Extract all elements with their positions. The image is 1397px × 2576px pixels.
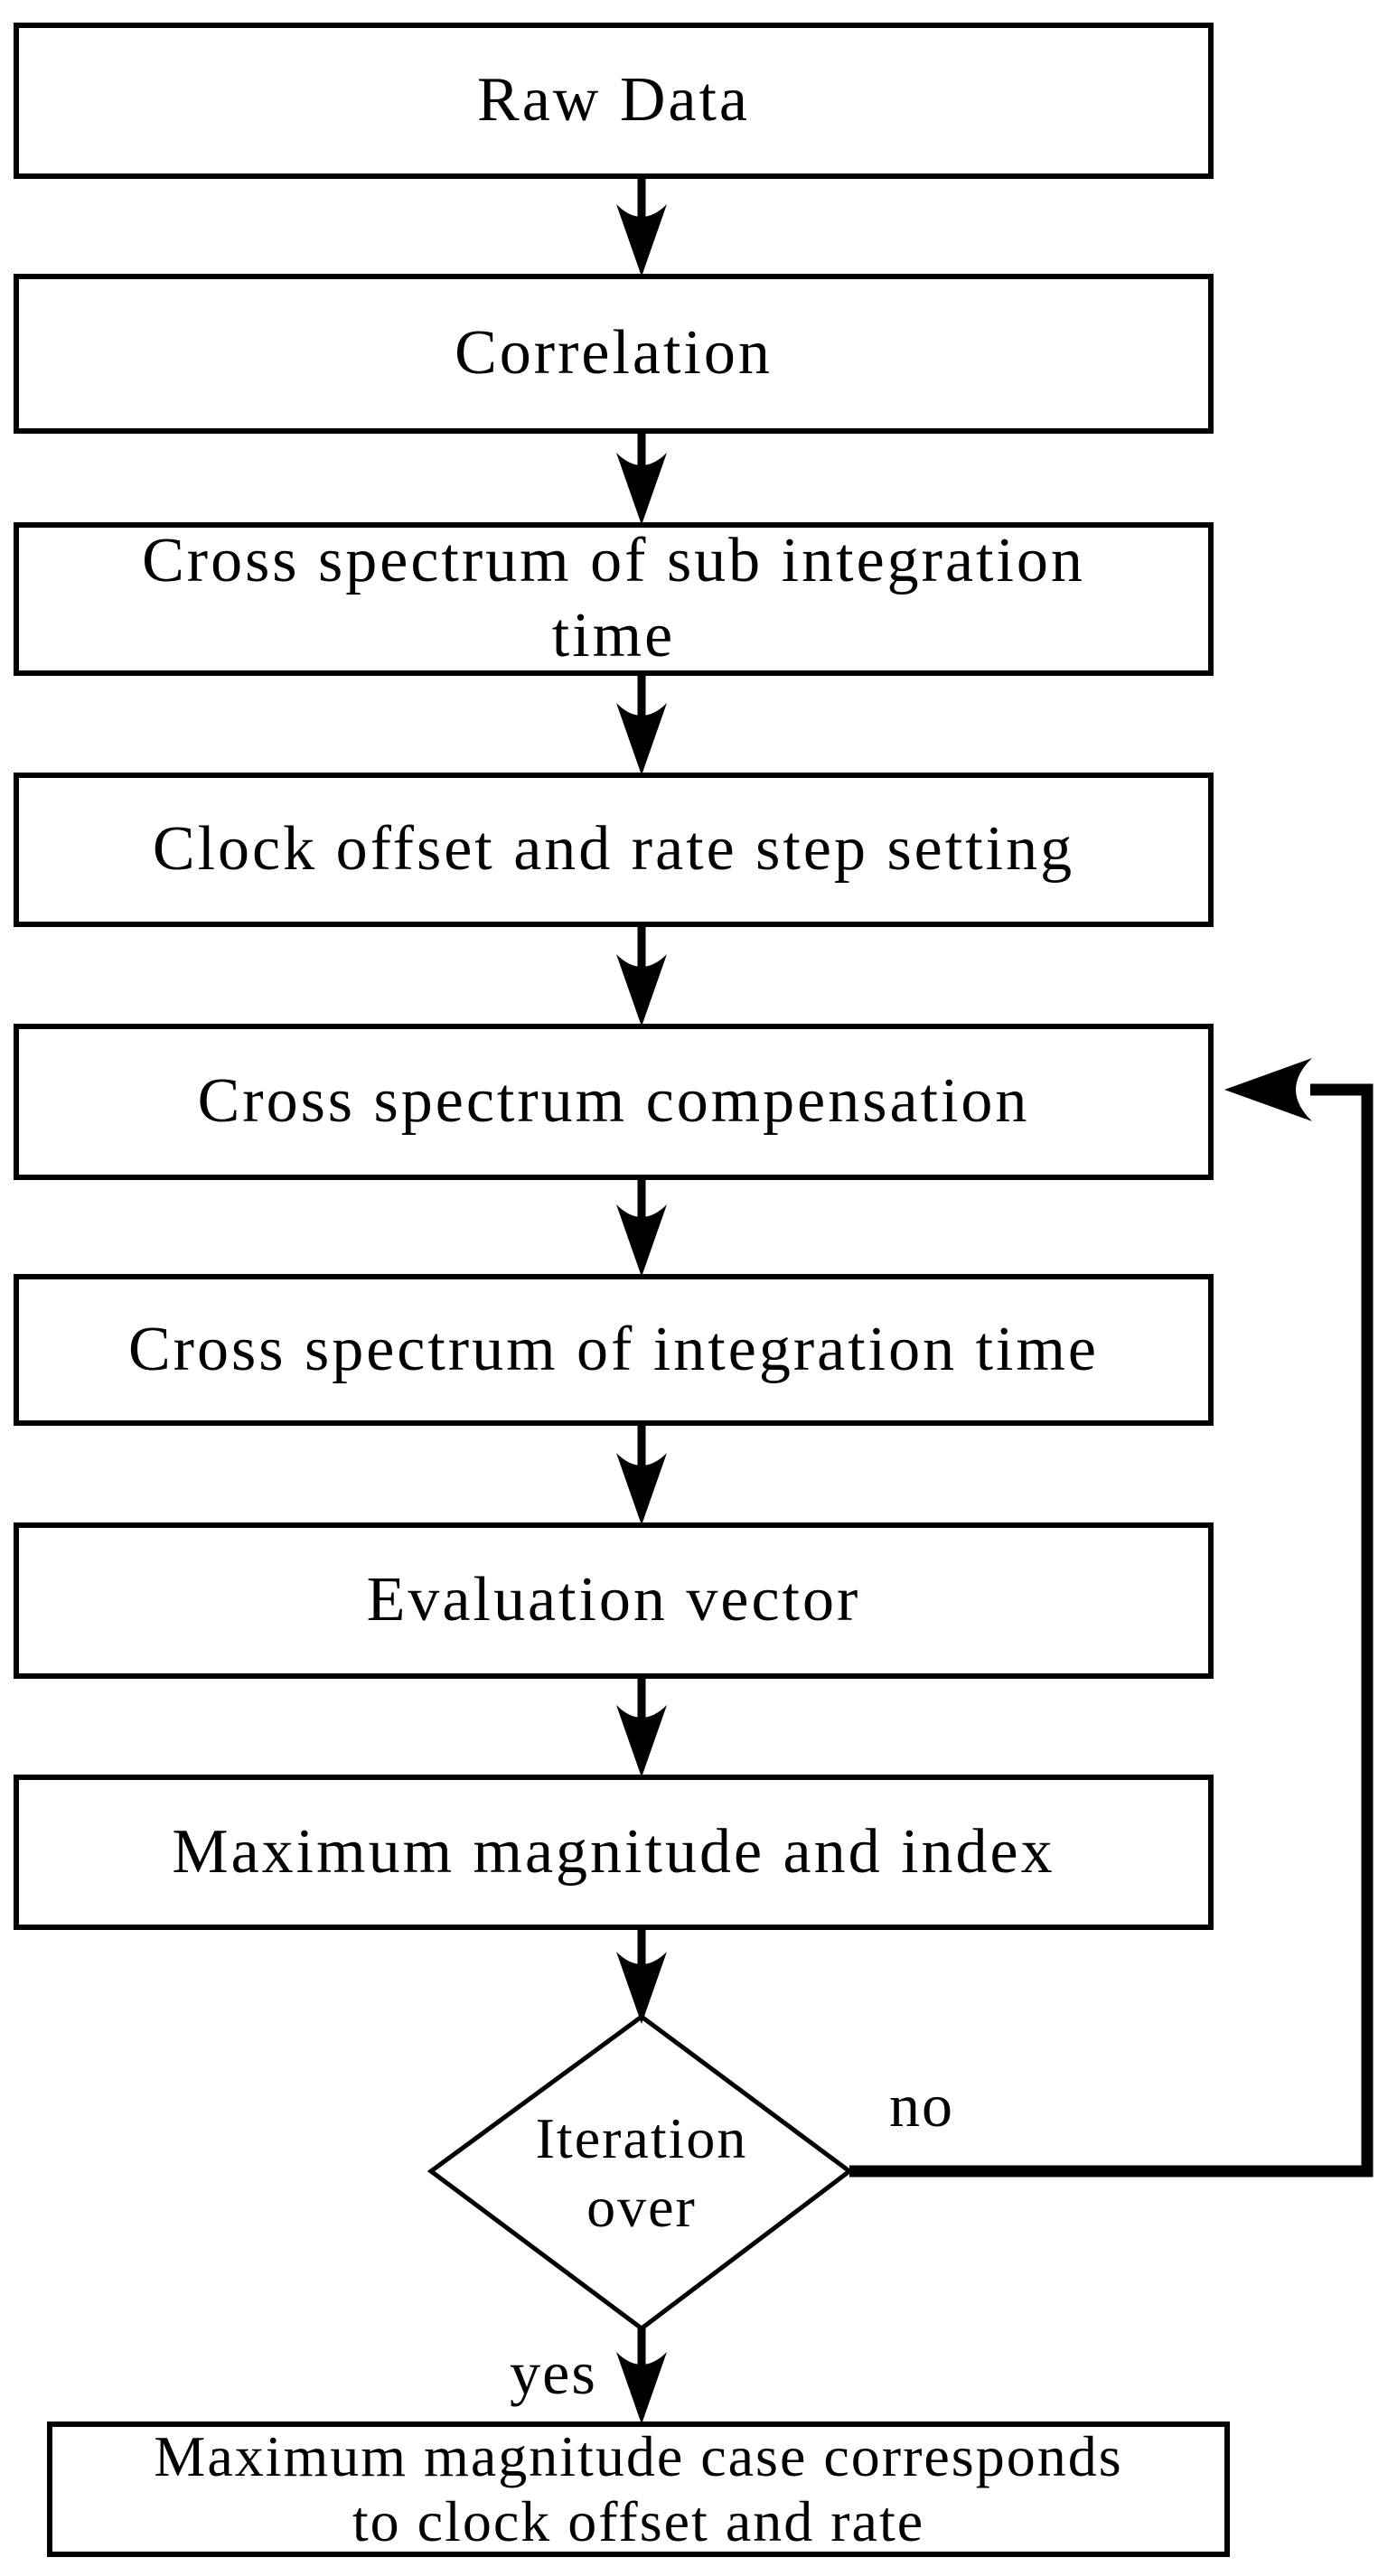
node-label: Cross spectrum compensation bbox=[197, 1066, 1030, 1137]
arrow-raw-data-to-correlation bbox=[616, 177, 667, 276]
arrow-correlation-to-cross-spectrum-sub bbox=[616, 432, 667, 525]
node-label-line2: to clock offset and rate bbox=[352, 2489, 925, 2553]
node-cross-spectrum-integration-time: Cross spectrum of integration time bbox=[14, 1274, 1214, 1426]
node-clock-offset-rate-step-setting: Clock offset and rate step setting bbox=[14, 773, 1214, 927]
node-label-line1: Maximum magnitude case corresponds bbox=[154, 2424, 1123, 2489]
node-label: Clock offset and rate step setting bbox=[152, 814, 1075, 885]
arrow-cross-spectrum-integration-to-evaluation bbox=[616, 1424, 667, 1525]
node-label: Maximum magnitude and index bbox=[172, 1816, 1055, 1887]
node-maximum-magnitude-case: Maximum magnitude case corresponds to cl… bbox=[47, 2421, 1230, 2557]
arrow-compensation-to-cross-spectrum-integration bbox=[616, 1178, 667, 1277]
node-label: Raw Data bbox=[477, 65, 750, 136]
branch-label-no: no bbox=[889, 2070, 954, 2140]
node-correlation: Correlation bbox=[14, 274, 1214, 434]
decision-label-line2: over bbox=[586, 2175, 697, 2239]
arrow-cross-spectrum-sub-to-clock-offset bbox=[616, 674, 667, 775]
branch-label-yes: yes bbox=[510, 2337, 597, 2407]
arrow-clock-offset-to-compensation bbox=[616, 925, 667, 1026]
node-maximum-magnitude-and-index: Maximum magnitude and index bbox=[14, 1775, 1214, 1930]
node-evaluation-vector: Evaluation vector bbox=[14, 1522, 1214, 1679]
node-cross-spectrum-sub-integration: Cross spectrum of sub integration time bbox=[14, 522, 1214, 676]
node-label-line1: Cross spectrum of sub integration bbox=[142, 526, 1085, 596]
arrow-evaluation-to-maximum-magnitude bbox=[616, 1677, 667, 1777]
decision-label-iteration-over: Iteration over bbox=[461, 2078, 822, 2268]
node-label-line2: time bbox=[551, 601, 676, 670]
node-raw-data: Raw Data bbox=[14, 23, 1214, 179]
arrow-maximum-magnitude-to-decision bbox=[616, 1928, 667, 2024]
node-label: Cross spectrum of integration time bbox=[127, 1314, 1100, 1384]
node-label: Correlation bbox=[455, 318, 773, 389]
node-cross-spectrum-compensation: Cross spectrum compensation bbox=[14, 1024, 1214, 1180]
node-label: Evaluation vector bbox=[366, 1565, 861, 1635]
decision-label-line1: Iteration bbox=[535, 2106, 748, 2171]
